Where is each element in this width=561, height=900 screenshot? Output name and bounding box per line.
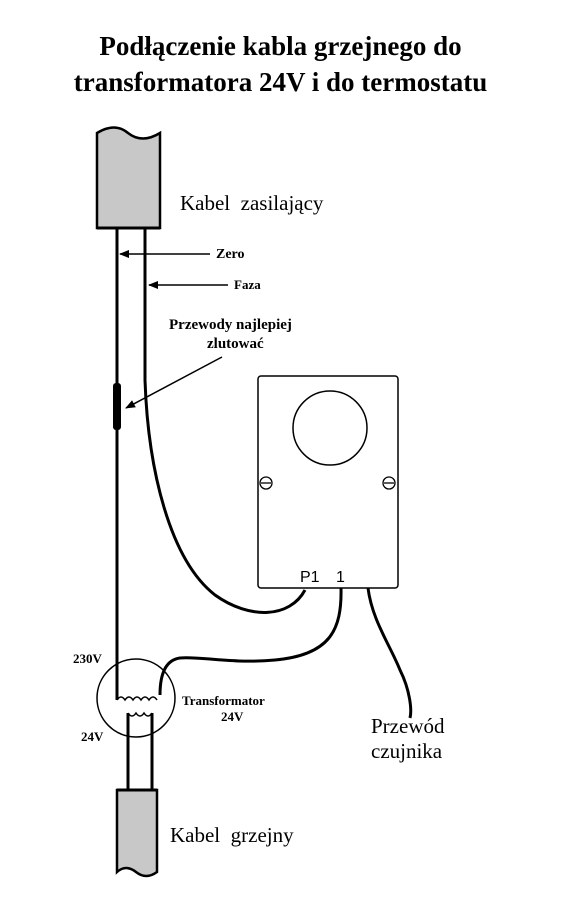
screw-icon <box>259 476 273 490</box>
dial-icon <box>292 390 368 466</box>
heating-cable-label: Kabel grzejny <box>170 823 294 847</box>
title-line-1: Podłączenie kabla grzejnego do <box>99 31 462 61</box>
phase-wire <box>143 228 307 614</box>
terminal-1-label: 1 <box>336 569 345 586</box>
transformer <box>96 658 176 790</box>
solder-label-line-2: zlutować <box>207 336 264 352</box>
diagram-title: Podłączenie kabla grzejnego do transform… <box>0 28 561 100</box>
solder-arrow <box>125 356 223 409</box>
transformer-label-line-1: Transformator <box>182 693 265 708</box>
sensor-wire-label-line-2: czujnika <box>371 739 443 763</box>
zero-label: Zero <box>216 247 245 262</box>
thermostat-box <box>257 375 399 589</box>
terminal-p1-label: P1 <box>300 569 320 586</box>
phase-label: Faza <box>234 277 261 292</box>
voltage-24-label: 24V <box>81 729 104 744</box>
terminal-1-wire <box>158 587 343 696</box>
heating-cable <box>115 788 159 878</box>
voltage-230-label: 230V <box>73 651 103 666</box>
title-line-2: transformatora 24V i do termostatu <box>73 67 488 97</box>
sensor-wire <box>366 587 413 719</box>
sensor-wire-label-line-1: Przewód <box>371 714 445 738</box>
supply-cable-label: Kabel zasilający <box>180 191 324 215</box>
supply-cable <box>95 126 162 230</box>
transformer-label-line-2: 24V <box>221 709 244 724</box>
screw-icon <box>382 476 396 490</box>
solder-label-line-1: Przewody najlepiej <box>169 317 292 333</box>
solder-joint <box>113 383 121 430</box>
